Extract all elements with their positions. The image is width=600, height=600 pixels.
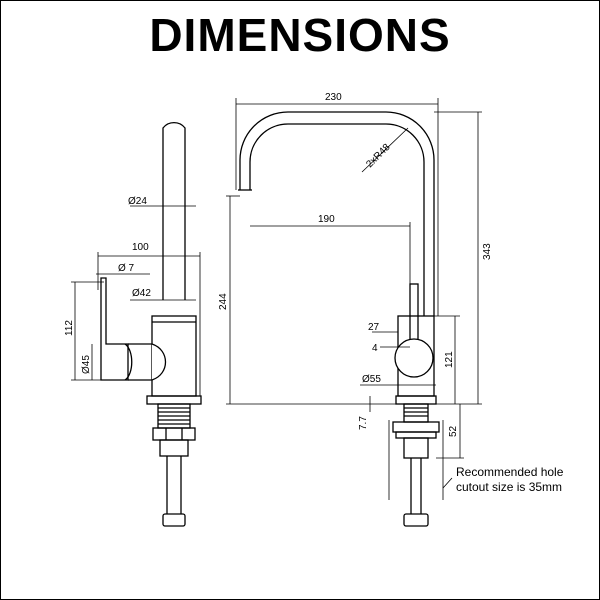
front-view (238, 111, 440, 527)
dim-label-d45: Ø45 (81, 355, 92, 374)
side-view-dimension-lines (71, 205, 201, 396)
dim-label-d4: 4 (372, 343, 378, 354)
side-view (100, 122, 202, 527)
dim-label-d77: 7.7 (358, 416, 369, 430)
page-title: DIMENSIONS (149, 9, 451, 61)
cutout-note-line2: cutout size is 35mm (456, 480, 562, 494)
dim-label-d121: 121 (444, 351, 455, 368)
dim-label-d24: Ø24 (128, 196, 147, 207)
dim-label-d100: 100 (132, 242, 149, 253)
dim-label-d7: Ø 7 (118, 263, 135, 274)
dim-label-d230: 230 (325, 92, 342, 103)
dim-label-d42: Ø42 (132, 288, 151, 299)
front-view-dimension-lines (226, 98, 482, 500)
dim-label-d55: Ø55 (362, 374, 381, 385)
dim-label-d244: 244 (218, 293, 229, 310)
dim-label-d190: 190 (318, 214, 335, 225)
dim-label-d52: 52 (448, 425, 459, 437)
cutout-note-line1: Recommended hole (456, 465, 564, 479)
dim-label-d27: 27 (368, 322, 380, 333)
dim-label-d2xr48: 2xR48 (364, 142, 393, 171)
dim-label-d343: 343 (482, 243, 493, 260)
dim-label-d112: 112 (64, 320, 75, 336)
